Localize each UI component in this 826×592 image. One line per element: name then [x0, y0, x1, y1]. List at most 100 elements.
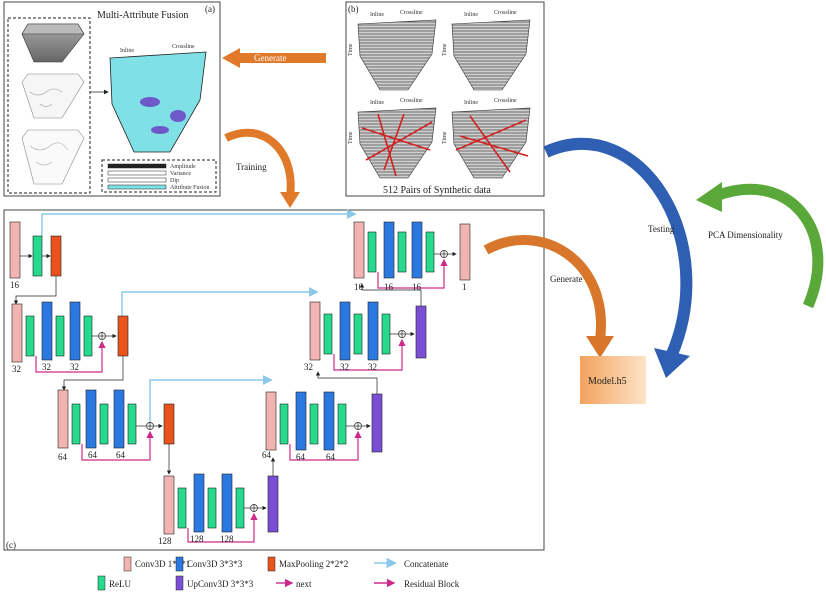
generate-right-label: Generate	[550, 274, 582, 284]
legend-maxpool: MaxPooling 2*2*2	[279, 559, 348, 569]
dec3-upconv	[371, 393, 383, 453]
dec2-ch-b: 32	[340, 362, 349, 372]
synthetic-cube-1	[357, 19, 437, 91]
dec3-up	[315, 371, 378, 394]
b3-time: Time	[348, 131, 354, 144]
legend-maxpool-swatch	[267, 556, 276, 572]
b1-inline: Inline	[370, 12, 384, 18]
model-label: Model.h5	[588, 376, 627, 387]
enc2-conv1	[11, 303, 23, 363]
panel-b: (b) Inline Crossline Inline Crossline In…	[345, 1, 545, 197]
b3-crossline: Crossline	[400, 98, 423, 104]
enc2-residual	[35, 340, 106, 373]
b4-time: Time	[442, 131, 448, 144]
legend-dip: Dip	[170, 178, 179, 184]
bottom-conv1	[163, 475, 175, 535]
enc3-maxpool	[163, 403, 175, 445]
legend-conv1-swatch	[123, 556, 132, 572]
bottom-residual	[187, 512, 258, 543]
legend-upconv-swatch	[175, 575, 184, 591]
legend-variance: Variance	[170, 171, 191, 177]
bottom-ch-c: 128	[220, 534, 234, 544]
dec2-up	[359, 283, 422, 306]
dec1-relu-3	[425, 231, 435, 273]
enc3-ch-c: 64	[116, 450, 126, 460]
generate-arrow-top: Generate	[222, 48, 326, 68]
enc1-down	[13, 276, 57, 305]
b2-time: Time	[442, 43, 448, 56]
legend-conv3-swatch	[175, 556, 184, 572]
dec3-conv1	[265, 391, 277, 451]
b2-crossline: Crossline	[494, 10, 517, 16]
output-channels: 1	[462, 282, 467, 292]
dec1-ch-b: 16	[384, 282, 394, 292]
skip-concat-3	[149, 375, 273, 426]
testing-arrow: Testing	[543, 138, 693, 378]
legend-upconv: UpConv3D 3*3*3	[187, 579, 254, 589]
legend-next: next	[296, 579, 312, 589]
enc2-ch-b: 32	[42, 362, 51, 372]
dec3-relu-3	[337, 403, 347, 445]
bottom-ch-b: 128	[190, 534, 204, 544]
dec2-ch-c: 32	[368, 362, 377, 372]
dip-cube	[21, 129, 85, 185]
enc3-conv3-2	[113, 389, 125, 449]
training-arrow: Training	[224, 128, 300, 208]
bottom-conv3-1	[193, 473, 205, 533]
dec1-relu-2	[397, 231, 407, 273]
panel-b-caption: 512 Pairs of Synthetic data	[383, 185, 491, 196]
enc2-down	[61, 356, 124, 391]
legend-swatch-dip	[107, 177, 167, 183]
panel-a-crossline-label: Crossline	[172, 44, 195, 50]
dec1-conv3-2	[411, 221, 423, 279]
dec2-conv3-1	[339, 301, 351, 361]
dec2-ch-a: 32	[304, 362, 313, 372]
generate-top-label: Generate	[254, 53, 286, 63]
enc3-relu-2	[99, 403, 109, 445]
enc3-conv3-1	[85, 389, 97, 449]
legend-conv1: Conv3D 1*1*1	[135, 559, 190, 569]
dec2-conv1	[309, 301, 321, 361]
dec2-upconv	[415, 305, 427, 359]
dec1-ch-c: 16	[412, 282, 422, 292]
legend-relu-swatch	[97, 575, 106, 591]
dec2-residual	[333, 338, 406, 371]
enc1-conv1	[9, 221, 21, 279]
testing-label: Testing	[648, 224, 675, 234]
enc1-relu	[32, 235, 43, 277]
dec1-relu-1	[367, 231, 377, 273]
bottom-upconv	[267, 475, 279, 533]
fusion-cube	[109, 51, 207, 153]
bottom-relu-3	[235, 487, 245, 529]
dec1-conv1	[353, 221, 365, 279]
bottom-relu-1	[177, 487, 187, 529]
legend-concat: Concatenate	[404, 559, 448, 569]
variance-cube	[21, 73, 85, 119]
b4-inline: Inline	[464, 100, 478, 106]
legend-relu: ReLU	[109, 579, 131, 589]
dec3-conv3-2	[323, 391, 335, 451]
enc2-relu-2	[55, 315, 65, 357]
enc2-relu-1	[25, 315, 35, 357]
dec2-relu-3	[381, 313, 391, 355]
synthetic-cube-3	[357, 107, 437, 179]
training-label: Training	[236, 162, 267, 172]
output-conv1	[459, 223, 471, 281]
bottom-ch-a: 128	[158, 536, 172, 546]
enc2-ch-a: 32	[12, 364, 21, 374]
legend: Conv3D 1*1*1 Conv3D 3*3*3 MaxPooling 2*2…	[97, 556, 460, 591]
panel-a-inline-label: Inline	[120, 48, 134, 54]
dec1-ch-a: 16	[354, 282, 364, 292]
enc2-ch-c: 32	[70, 362, 79, 372]
legend-fusion: Attribute Fusion	[170, 185, 210, 191]
b4-crossline: Crossline	[494, 98, 517, 104]
attribute-inputs-group	[7, 17, 91, 194]
dec2-relu-2	[353, 313, 363, 355]
enc1-channels: 16	[10, 280, 20, 290]
pca-label: PCA Dimensionality	[708, 230, 783, 240]
dec3-ch-c: 64	[326, 452, 336, 462]
dec3-conv3-1	[295, 391, 307, 451]
skip-concat-2	[121, 287, 319, 316]
synthetic-cube-4	[451, 107, 531, 179]
